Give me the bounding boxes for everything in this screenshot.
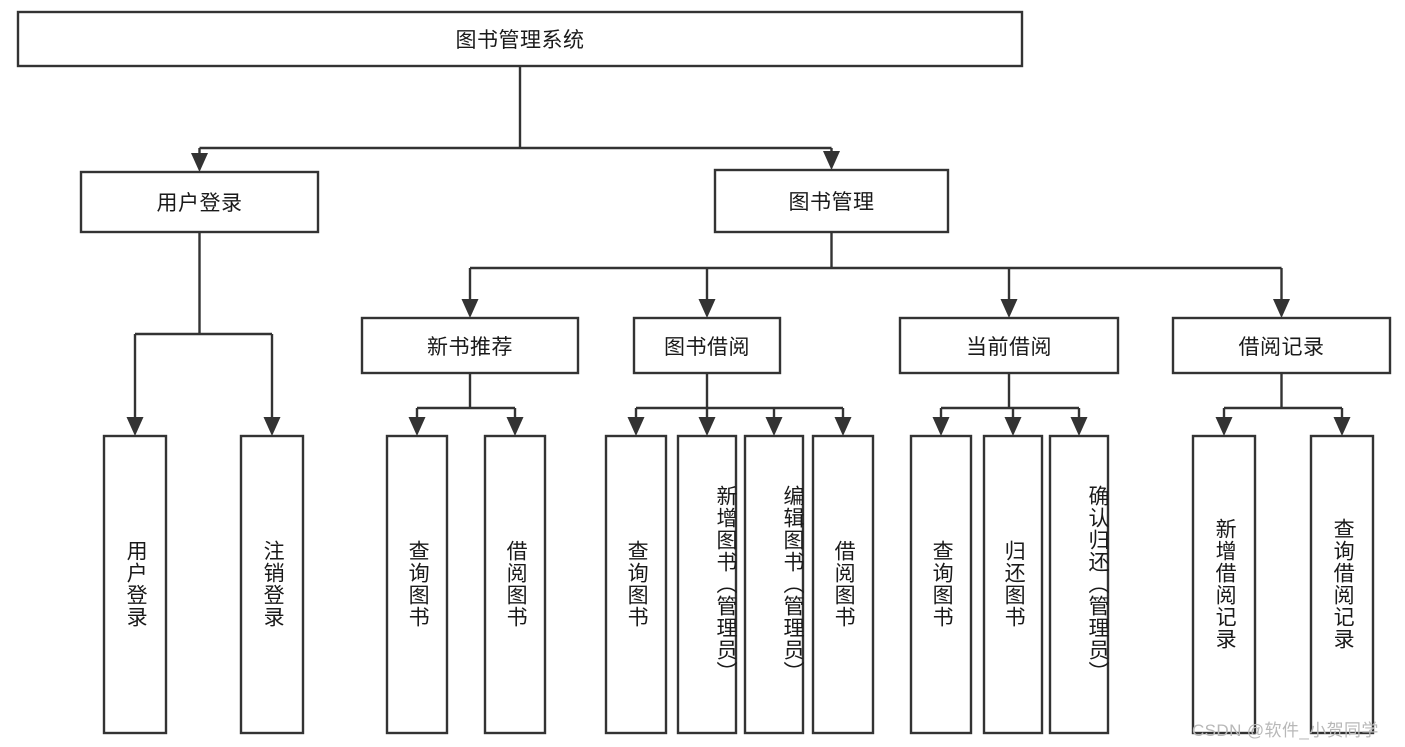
node-box-branch-图书借阅[interactable] <box>632 316 782 375</box>
branch-借阅记录-to-新增借阅记录-arrowhead <box>1215 417 1233 436</box>
branch-当前借阅-to-确认归还管理员-arrowhead <box>1070 417 1088 436</box>
node-box-leaf-查询图书[interactable] <box>385 434 449 735</box>
branch-图书管理-to-借阅记录-arrowhead <box>1273 299 1290 318</box>
branch-新书推荐-to-查询图书-arrowhead <box>408 417 426 436</box>
branch-用户登录-to-注销登录-arrowhead <box>263 417 281 436</box>
node-box-root-图书管理系统[interactable] <box>16 10 1024 68</box>
branch-当前借阅-to-查询图书-arrowhead <box>932 417 950 436</box>
node-box-branch-借阅记录[interactable] <box>1171 316 1392 375</box>
branch-图书借阅-to-查询图书-arrowhead <box>627 417 645 436</box>
node-box-leaf-用户登录[interactable] <box>102 434 168 735</box>
node-box-leaf-查询图书[interactable] <box>604 434 668 735</box>
node-box-leaf-查询图书[interactable] <box>909 434 973 735</box>
node-box-leaf-借阅图书[interactable] <box>811 434 875 735</box>
node-box-branch-用户登录[interactable] <box>79 170 320 234</box>
node-box-leaf-借阅图书[interactable] <box>483 434 547 735</box>
branch-图书管理-to-图书借阅-arrowhead <box>698 299 716 318</box>
root-to-用户登录-arrowhead <box>191 153 208 172</box>
node-box-leaf-注销登录[interactable] <box>239 434 305 735</box>
node-box-branch-新书推荐[interactable] <box>360 316 580 375</box>
node-box-branch-图书管理[interactable] <box>713 168 950 234</box>
branch-用户登录-to-用户登录-arrowhead <box>126 417 144 436</box>
branch-图书借阅-to-借阅图书-arrowhead <box>834 417 852 436</box>
node-box-leaf-编辑图书管理员[interactable] <box>743 434 805 735</box>
node-box-branch-当前借阅[interactable] <box>898 316 1120 375</box>
branch-图书管理-to-新书推荐-arrowhead <box>461 299 479 318</box>
node-box-leaf-查询借阅记录[interactable] <box>1309 434 1375 735</box>
root-to-图书管理-arrowhead <box>823 151 840 170</box>
branch-新书推荐-to-借阅图书-arrowhead <box>506 417 524 436</box>
node-box-leaf-确认归还管理员[interactable] <box>1048 434 1110 735</box>
branch-图书借阅-to-新增图书管理员-arrowhead <box>698 417 716 436</box>
node-box-leaf-新增图书管理员[interactable] <box>676 434 738 735</box>
branch-图书借阅-to-编辑图书管理员-arrowhead <box>765 417 783 436</box>
branch-图书管理-to-当前借阅-arrowhead <box>1000 299 1018 318</box>
node-box-leaf-归还图书[interactable] <box>982 434 1044 735</box>
branch-借阅记录-to-查询借阅记录-arrowhead <box>1333 417 1351 436</box>
node-box-leaf-新增借阅记录[interactable] <box>1191 434 1257 735</box>
branch-当前借阅-to-归还图书-arrowhead <box>1004 417 1022 436</box>
